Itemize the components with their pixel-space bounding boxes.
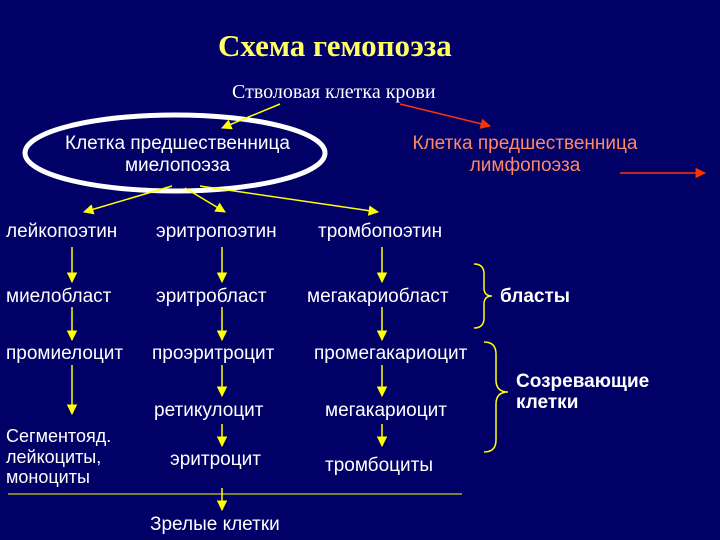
highlight-ellipse [22, 112, 328, 194]
segmented-line1: Сегментояд. [6, 426, 112, 446]
label-blasts: бласты [500, 286, 570, 307]
node-erythroblast: эритробласт [156, 286, 267, 307]
factor-thrombopoietin: тромбопоэтин [318, 221, 443, 242]
arrow-to-erythro-factor [184, 187, 226, 213]
arrow-to-leuko [82, 185, 173, 215]
lympho-precursor-line2: лимфопоэза [469, 154, 581, 176]
segmented-line3: моноциты [6, 467, 90, 488]
lympho-precursor-node: Клетка предшественница лимфопоэза [385, 133, 665, 177]
factor-leukopoietin: лейкопоэтин [6, 221, 118, 242]
arrow-stem-to-myelo [221, 103, 281, 130]
node-erythrocyte: эритроцит [170, 449, 261, 470]
myelo-precursor-node: Клетка предшественница миелопоэза [35, 133, 320, 177]
brace-maturing [483, 341, 509, 453]
node-promegakaryocyte: промегакариоцит [314, 343, 468, 364]
node-thrombocytes: тромбоциты [325, 455, 433, 476]
label-maturing-line2: клетки [516, 391, 579, 413]
factor-erythropoietin: эритропоэтин [156, 221, 277, 242]
node-promyelocyte: промиелоцит [6, 343, 124, 364]
label-mature-cells: Зрелые клетки [150, 514, 280, 535]
diagram-title: Схема гемопоэза [218, 28, 452, 63]
node-segmented-leukocytes: Сегментояд. лейкоциты, моноциты [6, 426, 111, 488]
myelo-precursor-line2: миелопоэза [124, 154, 231, 176]
lympho-precursor-line1: Клетка предшественница [412, 133, 638, 154]
myelo-precursor-line1: Клетка предшественница [65, 133, 290, 154]
label-maturing-line1: Созревающие [516, 371, 650, 392]
label-maturing-cells: Созревающие клетки [516, 371, 650, 414]
node-proerythrocyte: проэритроцит [152, 343, 275, 364]
brace-blasts [473, 263, 493, 329]
arrow-to-thrombo-factor [199, 185, 380, 216]
node-myeloblast: миелобласт [6, 286, 112, 307]
node-reticulocyte: ретикулоцит [154, 400, 264, 421]
node-megakaryoblast: мегакариобласт [307, 286, 449, 307]
node-megakaryocyte: мегакариоцит [325, 400, 447, 421]
stem-cell-node: Стволовая клетка крови [232, 81, 436, 103]
segmented-line2: лейкоциты, [6, 446, 102, 467]
arrow-stem-to-lympho [399, 103, 492, 129]
